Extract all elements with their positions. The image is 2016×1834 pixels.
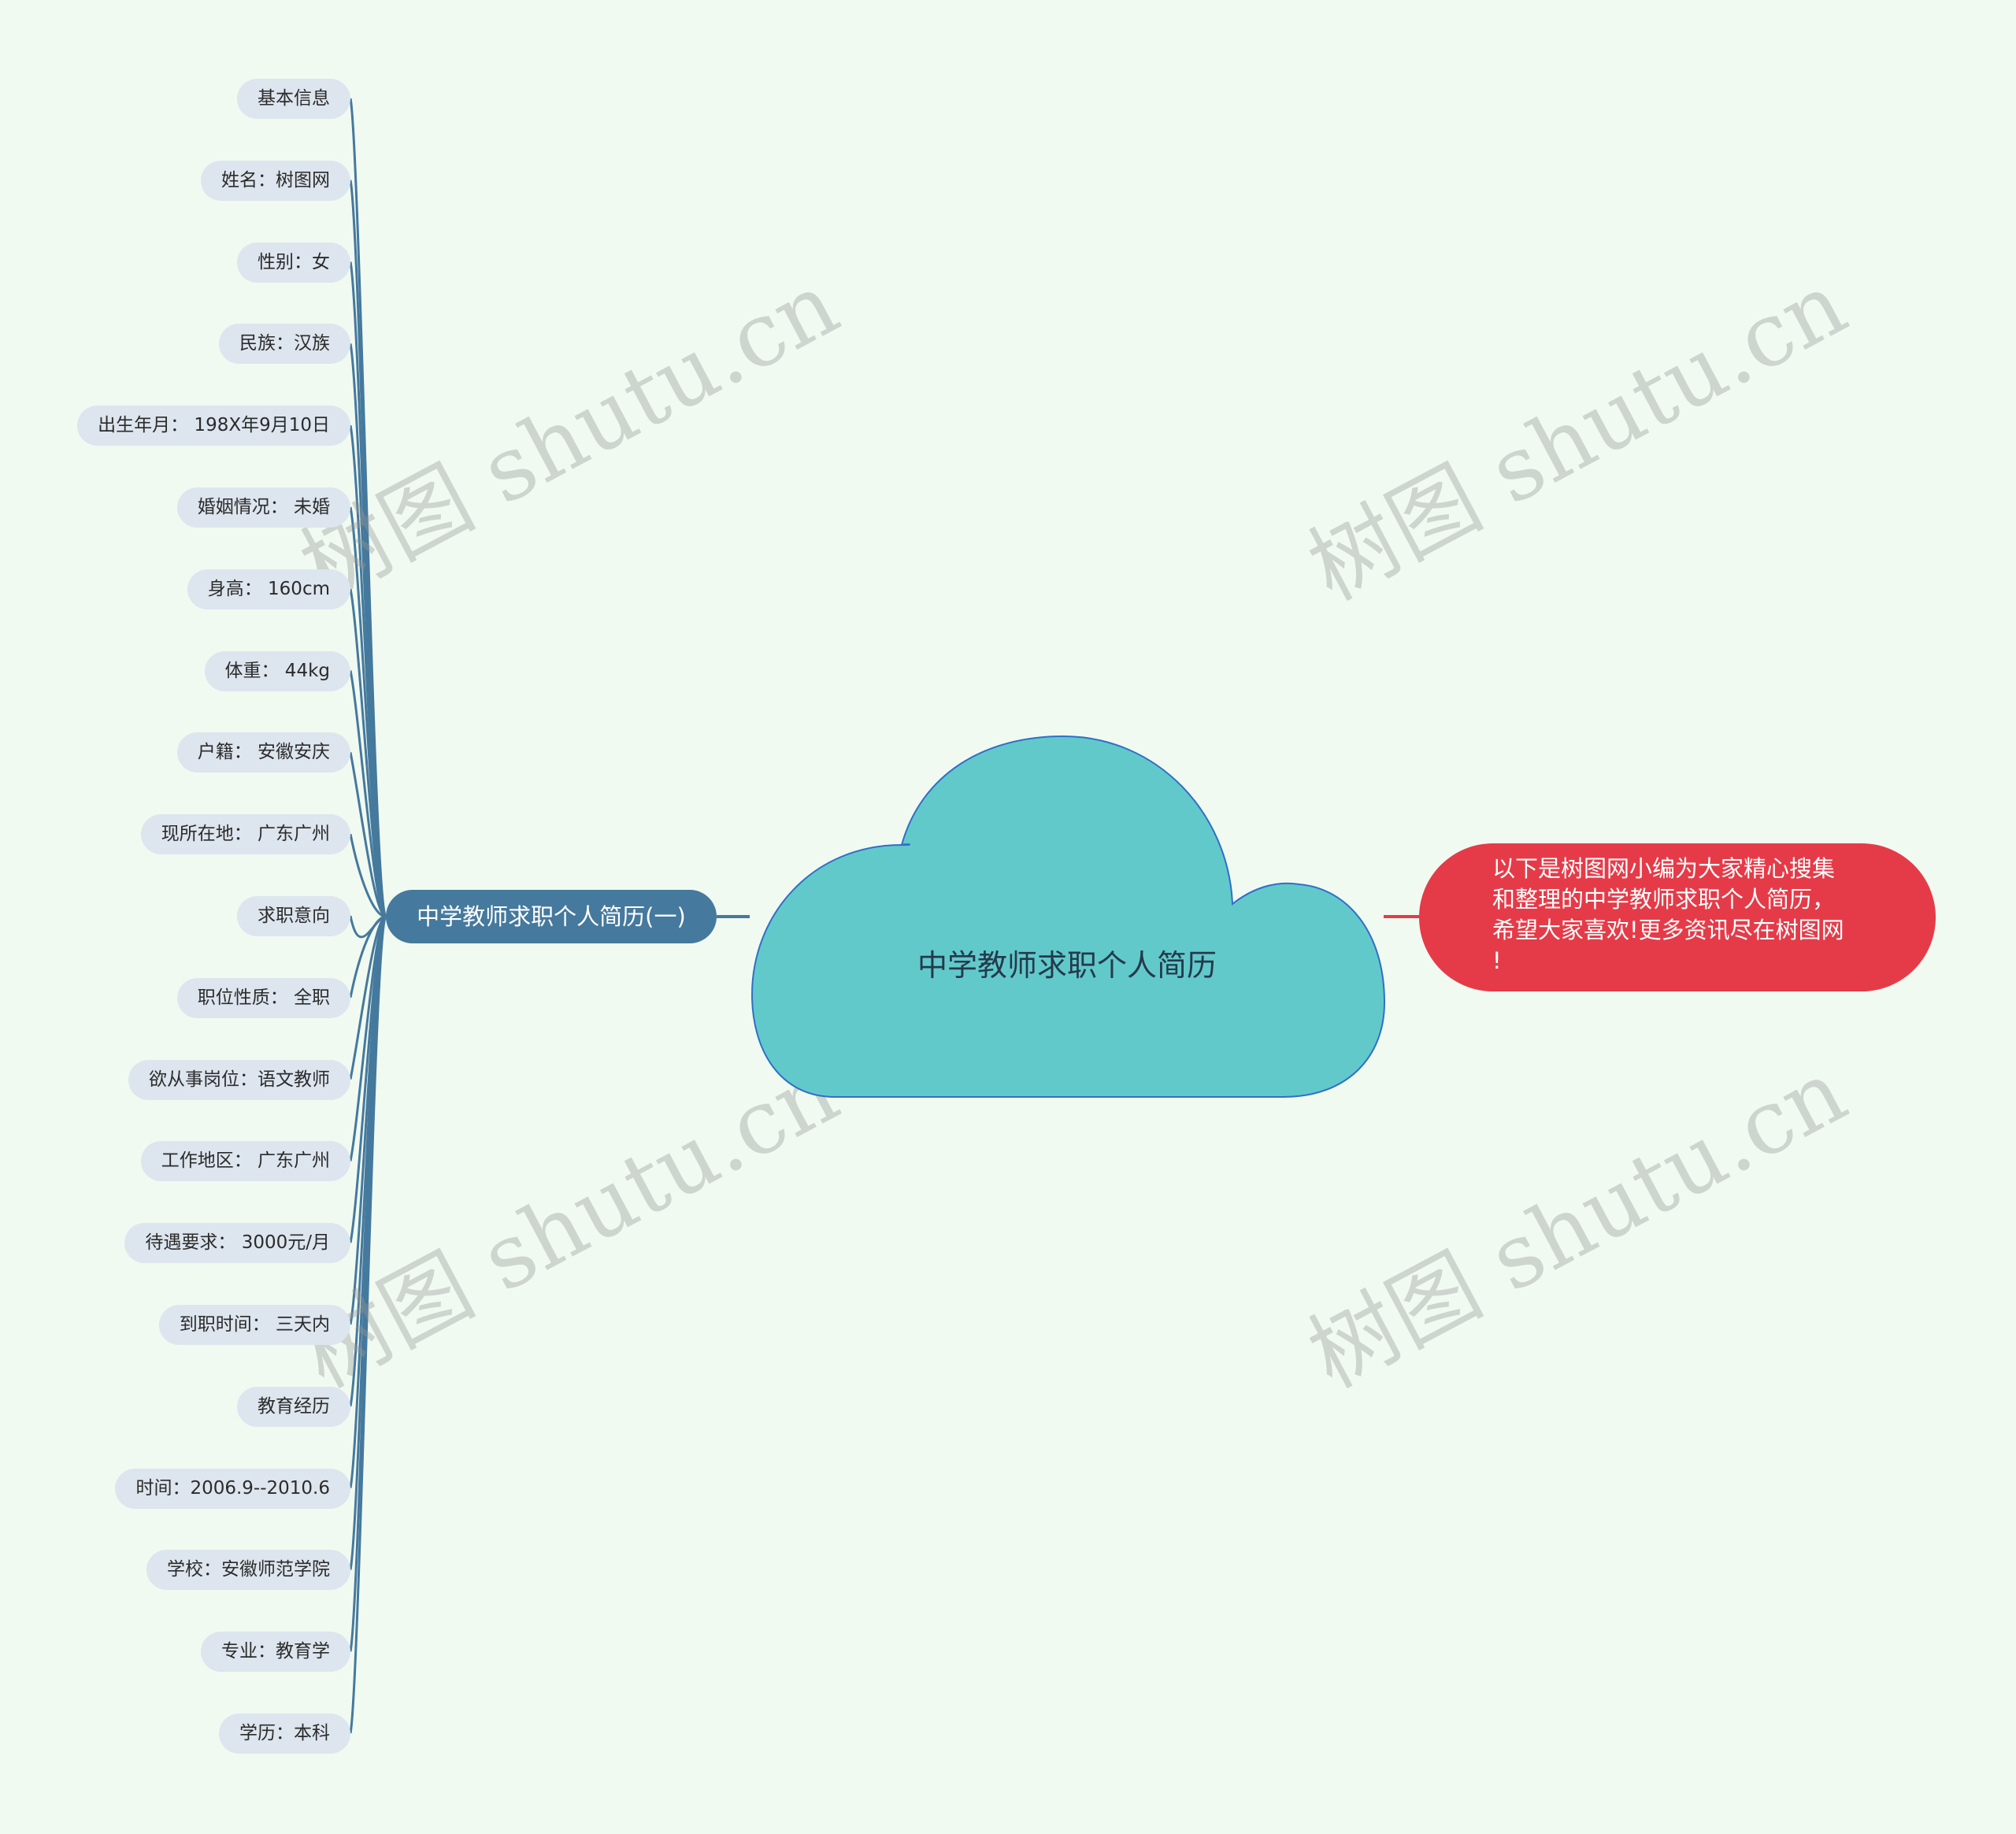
leaf-node[interactable]: 体重： 44kg xyxy=(204,650,350,691)
leaf-node[interactable]: 婚姻情况： 未婚 xyxy=(176,487,350,528)
leaf-node[interactable]: 户籍： 安徽安庆 xyxy=(176,732,350,773)
note-line: 以下是树图网小编为大家精心搜集 xyxy=(1492,855,1836,882)
leaf-node[interactable]: 性别：女 xyxy=(237,242,350,283)
leaf-connector xyxy=(349,752,387,918)
leaf-node[interactable]: 学校：安徽师范学院 xyxy=(146,1550,350,1591)
leaf-connector xyxy=(349,915,387,1080)
note-line: ! xyxy=(1492,947,1502,974)
leaf-node[interactable]: 教育经历 xyxy=(237,1386,350,1427)
cloud-shape xyxy=(750,735,1386,1098)
leaf-node[interactable]: 姓名：树图网 xyxy=(201,160,350,201)
leaf-node[interactable]: 职位性质： 全职 xyxy=(176,977,350,1018)
leaf-node[interactable]: 待遇要求： 3000元/月 xyxy=(124,1223,350,1264)
leaf-node[interactable]: 出生年月： 198X年9月10日 xyxy=(77,406,350,446)
leaf-node[interactable]: 欲从事岗位：语文教师 xyxy=(128,1059,350,1100)
leaf-connector xyxy=(349,915,387,1734)
branch-node[interactable]: 中学教师求职个人简历(一) xyxy=(386,890,717,943)
leaf-connector xyxy=(349,833,387,918)
root-node[interactable]: 中学教师求职个人简历 xyxy=(748,735,1386,1099)
note-line: 希望大家喜欢!更多资讯尽在树图网 xyxy=(1492,917,1844,943)
leaf-node[interactable]: 基本信息 xyxy=(237,79,350,119)
root-title: 中学教师求职个人简历 xyxy=(917,948,1217,983)
summary-note[interactable]: 以下是树图网小编为大家精心搜集 和整理的中学教师求职个人简历， 希望大家喜欢!更… xyxy=(1419,843,1936,991)
leaf-node[interactable]: 专业：教育学 xyxy=(201,1632,350,1673)
leaf-node[interactable]: 现所在地： 广东广州 xyxy=(140,814,350,855)
note-line: 和整理的中学教师求职个人简历， xyxy=(1492,886,1836,913)
leaf-node[interactable]: 学历：本科 xyxy=(219,1714,350,1754)
leaf-connector xyxy=(349,915,387,999)
leaf-node[interactable]: 身高： 160cm xyxy=(187,569,350,609)
leaf-node[interactable]: 到职时间： 三天内 xyxy=(158,1305,350,1345)
leaf-connector xyxy=(349,670,387,918)
leaf-node[interactable]: 时间：2006.9--2010.6 xyxy=(115,1468,350,1509)
leaf-node[interactable]: 工作地区： 广东广州 xyxy=(140,1141,350,1182)
leaf-node[interactable]: 求职意向 xyxy=(237,896,350,936)
leaf-node[interactable]: 民族：汉族 xyxy=(219,324,350,365)
